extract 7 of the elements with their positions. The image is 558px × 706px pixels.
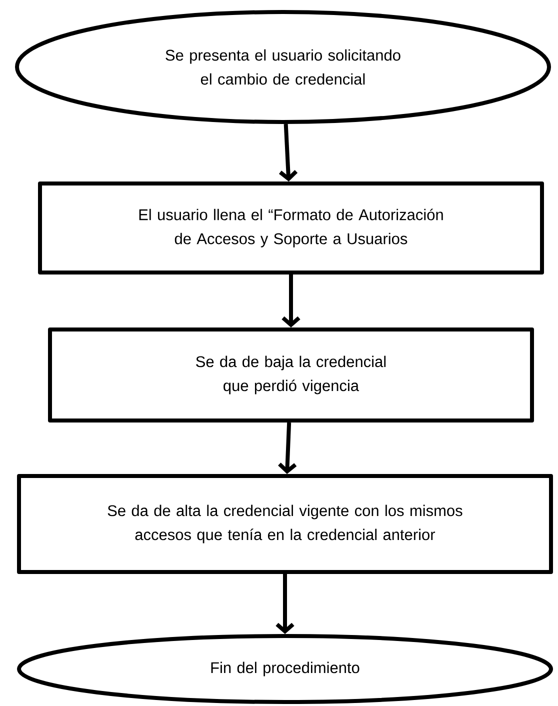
arrow <box>278 124 298 182</box>
arrow <box>282 274 300 328</box>
arrow <box>276 574 294 634</box>
process-box: El usuario llena el “Formato de Autorización de Accesos y Soporte a Usuarios <box>38 182 544 274</box>
arrow <box>278 422 297 474</box>
process-box: Se da de baja la credencial que perdió vigencia <box>48 328 534 422</box>
process-box: Se da de alta la credencial vigente con los mismos accesos que tenía en la credencial anterior <box>17 474 553 574</box>
